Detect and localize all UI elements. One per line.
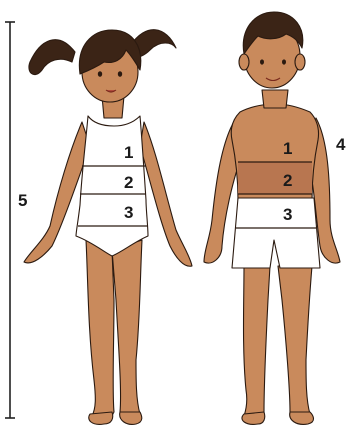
- girl-hip-label: 3: [124, 203, 133, 222]
- boy-left-foot: [242, 412, 265, 424]
- boy-chest-label: 1: [283, 139, 292, 158]
- girl-left-foot: [89, 412, 113, 424]
- girl-left-arm: [24, 122, 90, 263]
- boy-left-ear: [239, 54, 249, 70]
- boy-arm-label: 4: [336, 135, 346, 154]
- girl-right-leg: [112, 240, 142, 418]
- girl-right-arm: [140, 122, 192, 266]
- girl-waist-label: 2: [124, 173, 133, 192]
- girl-left-eye: [98, 71, 102, 77]
- girl-swimsuit: [76, 116, 148, 256]
- boy-right-leg: [278, 266, 312, 418]
- boy-waist-shade: [238, 162, 312, 194]
- girl-right-foot: [120, 412, 142, 424]
- boy-right-eye: [282, 59, 286, 64]
- boy-right-ear: [295, 54, 305, 70]
- height-marker-label: 5: [18, 191, 27, 210]
- boy-right-foot: [290, 412, 314, 424]
- girl-left-leg: [86, 240, 114, 418]
- height-scale: [5, 22, 15, 418]
- girl-chest-label: 1: [124, 143, 133, 162]
- boy-left-eye: [260, 59, 264, 64]
- girl-left-pigtail: [29, 40, 75, 75]
- boy-shorts: [232, 198, 320, 268]
- boy-waist-label: 2: [283, 171, 292, 190]
- girl-figure: [24, 30, 192, 425]
- boy-hip-label: 3: [283, 205, 292, 224]
- girl-right-eye: [118, 71, 122, 77]
- boy-figure: [204, 12, 340, 424]
- boy-left-leg: [244, 266, 271, 418]
- boy-neck: [262, 90, 288, 108]
